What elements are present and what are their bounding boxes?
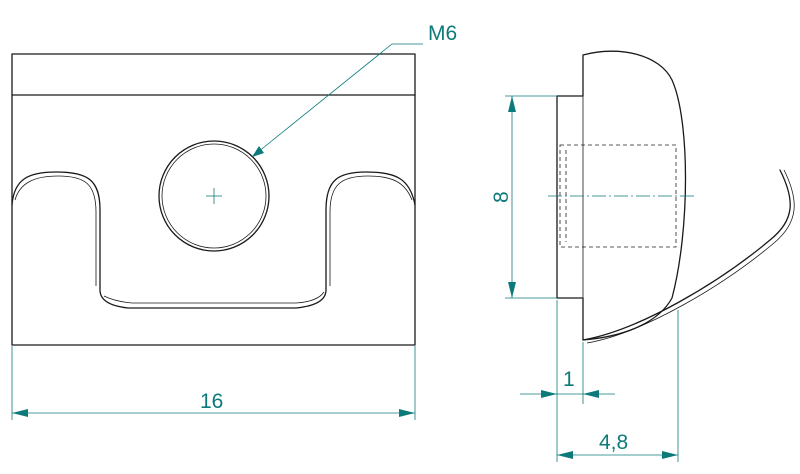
width-arrow-right [399,409,415,417]
step-arrow-right [583,390,599,398]
height-label: 8 [490,191,513,203]
depth-label: 4,8 [599,431,628,454]
width-dimension: 16 [11,346,416,420]
front-view-left-slot [11,171,416,309]
step-arrow-left [541,390,557,398]
side-view [548,50,795,344]
step-dimension: 1 [520,300,615,404]
thread-leader-arrow [252,146,264,157]
front-view [11,53,416,346]
step-label: 1 [563,368,575,391]
height-arrow-bottom [508,282,516,298]
thread-callout: M6 [252,22,457,157]
spring-clip-inner [586,169,795,344]
spring-clip [582,169,791,341]
depth-arrow-left [557,451,573,459]
depth-dimension: 4,8 [556,310,679,462]
height-dimension: 8 [490,95,557,299]
front-view-slot-inner-right [329,175,413,286]
width-arrow-left [12,409,28,417]
width-label: 16 [200,390,223,413]
thread-label: M6 [428,22,457,45]
thread-hole-inner [161,143,267,249]
side-view-outline [556,50,687,341]
height-arrow-top [508,96,516,112]
depth-arrow-right [662,451,678,459]
thread-leader-line [257,43,423,153]
thread-hole-outer [158,140,270,252]
front-view-outline [11,53,416,346]
front-view-slot-inner-left [14,175,97,286]
front-view-slot-inner-edge [103,291,325,304]
